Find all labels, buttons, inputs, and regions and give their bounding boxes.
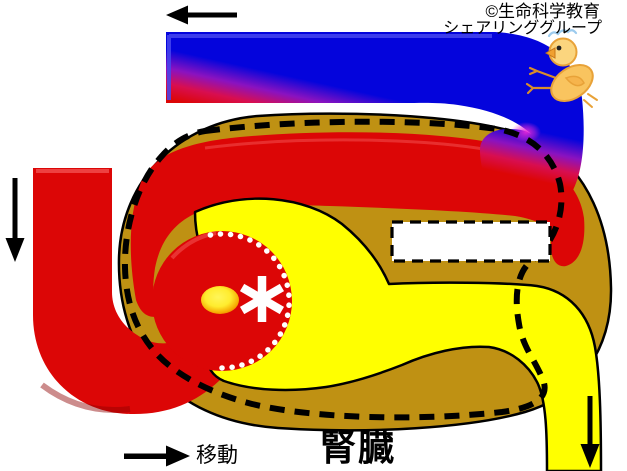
answer-blank-box xyxy=(390,220,552,263)
movement-label: 移動 xyxy=(196,444,238,467)
urine-flow-arrow-icon xyxy=(580,396,600,468)
copyright-line-1: ©生命科学教育 xyxy=(485,2,600,21)
artery-band xyxy=(130,132,585,374)
artery-band-highlight xyxy=(204,138,491,152)
artery-flow-arrow-icon xyxy=(5,178,25,262)
kidney-dashed-outline xyxy=(121,118,565,421)
artery-pipe-shade xyxy=(40,382,131,413)
kidney-label: 腎臓 xyxy=(320,427,397,468)
movement-arrow-icon xyxy=(124,445,190,467)
copyright-line-2: シェアリンググループ xyxy=(443,20,602,37)
vein-bevel xyxy=(167,34,492,100)
vein-pipe xyxy=(166,32,584,214)
chick-illustration xyxy=(525,29,598,108)
vein-artery-junction-glow xyxy=(511,122,541,142)
filtrate-oval xyxy=(201,286,239,314)
vein-flow-arrow-icon xyxy=(166,5,237,25)
asterisk-marker xyxy=(239,276,285,322)
